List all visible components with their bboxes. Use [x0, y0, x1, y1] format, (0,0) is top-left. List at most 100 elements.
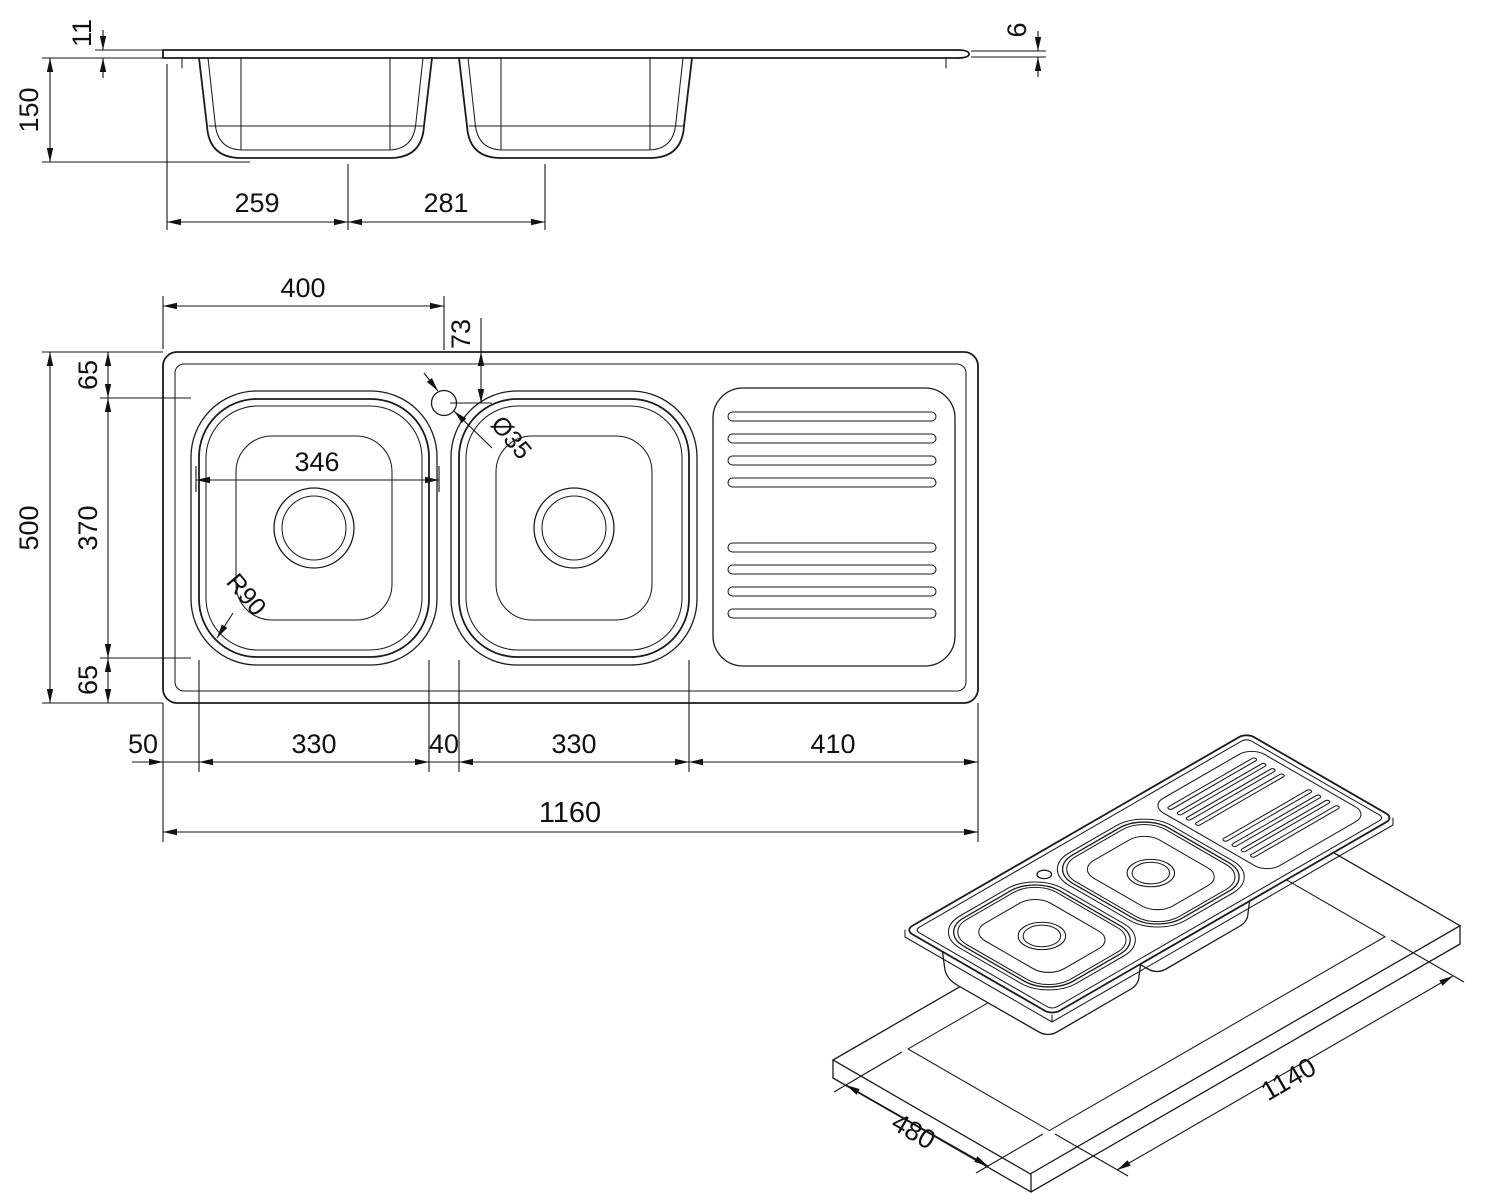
ext-line [1390, 939, 1465, 983]
left-bowl-wall-line [205, 405, 423, 651]
drainer-rib [1167, 757, 1258, 810]
leader-arrow [453, 410, 493, 449]
drainer-rib [727, 433, 937, 444]
dim-text: 50 [128, 729, 158, 759]
right-bowl-opening [458, 398, 690, 658]
left-bowl-opening-iso [939, 877, 1144, 996]
drainer-rib [1176, 763, 1267, 816]
dim-text: 330 [551, 729, 596, 759]
right-bowl-wall-iso [1054, 817, 1248, 929]
dim-text: 400 [280, 273, 325, 303]
right-bowl-drain-inner [541, 495, 607, 561]
right-bowl-plan [450, 390, 698, 666]
dim-text: 40 [429, 729, 459, 759]
front-elevation-view: 11 150 6 259 281 [14, 19, 1046, 230]
left-bowl-pressed-edge-iso [932, 873, 1152, 1000]
sink-outer-edge [162, 351, 979, 704]
dim-line [845, 1084, 989, 1167]
dim-text: 281 [423, 188, 468, 218]
drainer-rib [727, 564, 937, 575]
ext-line [1054, 1133, 1129, 1177]
dim-text: 65 [73, 360, 103, 390]
dim-text: 150 [14, 87, 44, 132]
sink-iso-top [905, 733, 1394, 1015]
left-bowl-drain-inner [281, 495, 347, 561]
dim-bowl-depth: 150 [14, 57, 250, 163]
right-bowl-flat-iso [1078, 831, 1223, 915]
left-bowl-drain-iso [1015, 921, 1068, 952]
leader-arrow [216, 612, 234, 639]
dim-text: 65 [73, 665, 103, 695]
left-bowl-inner-shell [207, 57, 424, 151]
right-bowl-drain-iso [1124, 858, 1177, 889]
drainer-rib [1194, 773, 1285, 826]
drainer-rib [727, 411, 937, 422]
dim-bowl-bottom-widths: 259 281 [166, 64, 546, 230]
drainer-rib [727, 542, 937, 553]
dim-depth-chain: 65 370 65 500 [14, 351, 191, 704]
dim-text: 1160 [539, 797, 601, 829]
drainer-rib [727, 586, 937, 597]
dim-line [1116, 975, 1454, 1171]
drainer-rib [727, 455, 937, 466]
left-bowl-flat-iso [970, 894, 1114, 977]
drainer-rib [727, 477, 937, 488]
left-bowl-plan [190, 390, 438, 666]
ext-line [833, 1051, 903, 1093]
rim-bottom-edge [904, 824, 1394, 1023]
left-bowl-outer-shell [198, 57, 433, 159]
dim-text: 370 [73, 505, 103, 550]
drainer-rib [1249, 805, 1340, 858]
dim-rim-height: 11 [67, 19, 163, 78]
right-bowl-opening-iso [1048, 814, 1253, 933]
dim-left-bowl-inner-width: 346 [195, 447, 440, 492]
right-bowl-drain-outer [533, 487, 615, 569]
sink-inner-rim [174, 363, 967, 692]
left-bowl-bottom-flat [235, 435, 393, 621]
tap-hole-iso [1034, 868, 1055, 880]
sink-outer-edge-iso [905, 733, 1394, 1015]
isometric-view: 480 1140 [832, 733, 1465, 1193]
left-bowl-drain-outer [273, 487, 355, 569]
dim-text: 73 [446, 319, 476, 349]
right-bowl-drain-iso [1117, 854, 1184, 893]
leader-arrow [423, 372, 439, 392]
right-bowl-inner-shell [467, 57, 684, 151]
dim-text: 1140 [1256, 1052, 1321, 1107]
left-bowl-pressed-edge [190, 390, 438, 666]
dim-text: 500 [14, 505, 44, 550]
dim-length-chain: 50 330 40 330 410 [128, 660, 979, 842]
dim-text: 330 [291, 729, 336, 759]
drainer-recess [712, 387, 956, 667]
sink-rim-profile [162, 49, 970, 59]
left-bowl-wall-iso [945, 880, 1139, 992]
dim-tap-hole-y: 73 [446, 318, 492, 404]
drainer-rib [1231, 795, 1322, 848]
dim-text: 346 [294, 447, 339, 477]
sink-inner-rim-iso [914, 738, 1384, 1009]
dim-text: 11 [67, 19, 97, 47]
dim-text: 259 [234, 188, 279, 218]
sink-rim-thickness [904, 817, 1394, 1023]
drainer-rib [1222, 789, 1313, 842]
right-bowl-pressed-edge [450, 390, 698, 666]
drainer-rib [727, 608, 937, 619]
left-bowl-opening [198, 398, 430, 658]
dim-overall-length: 1160 [163, 797, 978, 836]
right-bowl-outer-shell [458, 57, 693, 159]
drainer-plan [712, 387, 956, 667]
drainer-rib [1240, 800, 1331, 853]
dim-text: 410 [810, 729, 855, 759]
drainer-rib [1185, 768, 1276, 821]
right-bowl-bottom-flat [495, 435, 653, 621]
right-bowl-pressed-edge-iso [1041, 810, 1261, 937]
dim-edge-thickness: 6 [971, 22, 1046, 77]
dim-tap-hole-x: 400 [162, 273, 445, 392]
left-bowl-drain-iso [1008, 917, 1075, 956]
plan-view: 400 73 Ø35 R90 346 [14, 273, 979, 842]
ext-line [975, 1133, 1044, 1174]
dim-text: 6 [1002, 22, 1032, 37]
drainer-recess-iso [1151, 747, 1369, 873]
